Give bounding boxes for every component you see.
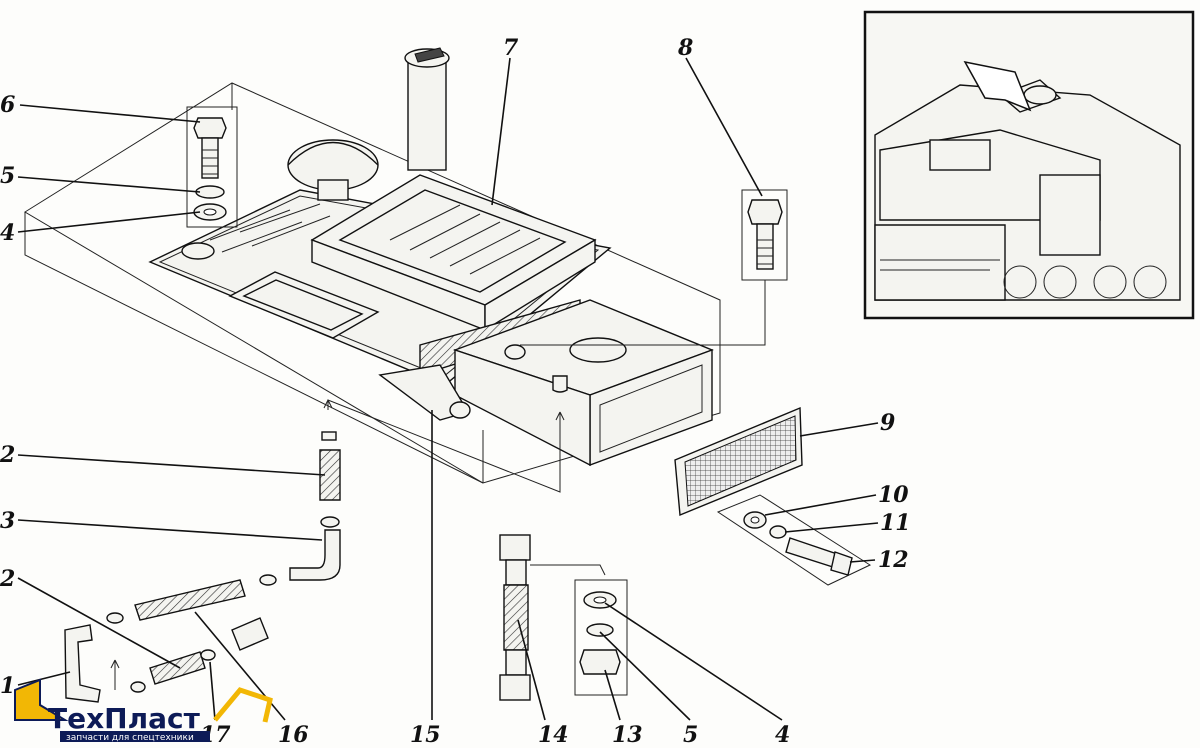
logo-name: ТехПласт: [48, 702, 201, 735]
callout-2-upper: 2: [0, 442, 15, 468]
callout-3: 3: [0, 508, 15, 534]
callout-8: 8: [677, 35, 693, 61]
callout-14: 14: [538, 722, 569, 748]
inset-panel: [863, 10, 1195, 320]
callout-4-bottom: 4: [775, 722, 790, 748]
callout-2-lower: 2: [0, 566, 15, 592]
cardan-shaft: [499, 534, 606, 701]
nut-washer-group: [574, 579, 628, 696]
callout-5-top: 5: [0, 163, 15, 189]
lower-duct: [378, 299, 714, 467]
callout-1: 1: [0, 673, 15, 699]
bolt-group-left: [186, 106, 238, 228]
tracked-vehicle-cab-illustration: [874, 60, 1181, 301]
callout-12: 12: [878, 547, 909, 573]
air-cap: [287, 139, 379, 201]
callout-10: 10: [878, 482, 909, 508]
callout-13: 13: [612, 722, 643, 748]
assembly-lines: [110, 399, 565, 690]
fastener-group-right: [716, 494, 872, 586]
logo-tagline: запчасти для спецтехники: [66, 733, 194, 743]
callout-5-bottom: 5: [683, 722, 698, 748]
filler-neck: [404, 47, 450, 171]
callout-labels: 6 5 4 7 8 9 10 11 12 2 3 2 1 17 16 15 14…: [0, 35, 911, 748]
callout-6: 6: [0, 92, 15, 118]
callout-15: 15: [410, 722, 441, 748]
hose-parts: [64, 431, 341, 703]
callout-11: 11: [880, 510, 911, 536]
housing-outline: [24, 82, 721, 484]
callout-7: 7: [503, 35, 519, 61]
callout-4-top: 4: [0, 220, 15, 246]
grille-9: [674, 406, 803, 517]
callout-16: 16: [278, 722, 309, 748]
watermark-logo: ТехПласт запчасти для спецтехники: [14, 678, 273, 743]
bolt-8-box: [520, 189, 788, 346]
callout-9: 9: [880, 410, 895, 436]
